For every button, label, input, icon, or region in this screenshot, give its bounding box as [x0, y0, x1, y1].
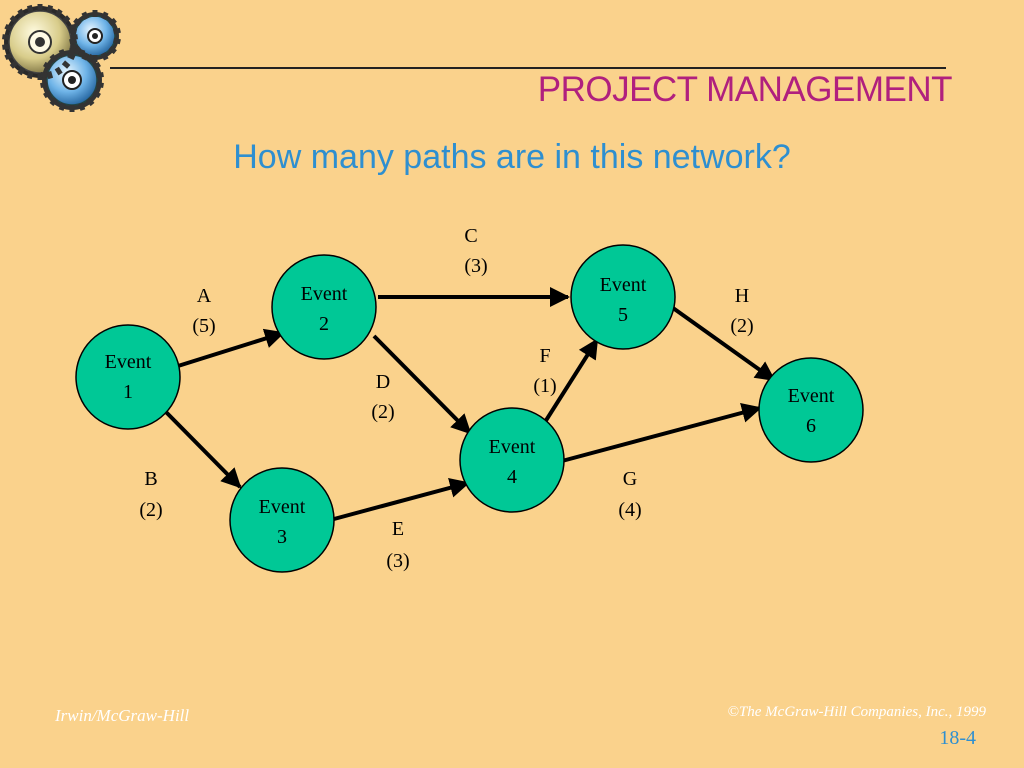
svg-text:F: F [539, 345, 550, 367]
svg-text:2: 2 [319, 313, 329, 335]
svg-text:A: A [197, 285, 212, 307]
activity-arrow-f [543, 338, 599, 424]
event-node-6: Event 6 [758, 357, 864, 463]
svg-text:6: 6 [806, 415, 816, 437]
header-rule [110, 67, 946, 69]
svg-text:Event: Event [788, 385, 835, 407]
svg-text:G: G [623, 468, 637, 490]
event-node-5: Event 5 [570, 244, 676, 350]
slide-question: How many paths are in this network? [233, 138, 791, 176]
svg-text:4: 4 [507, 466, 517, 488]
activity-arrow-h [671, 306, 776, 382]
svg-text:B: B [144, 468, 157, 490]
svg-text:5: 5 [618, 304, 628, 326]
activity-label-c: C (3) [464, 225, 487, 277]
activity-label-g: G (4) [618, 468, 641, 521]
svg-text:(2): (2) [371, 401, 394, 423]
svg-text:D: D [376, 371, 390, 393]
gears-logo-icon [2, 4, 121, 112]
activity-arrow-g [561, 402, 762, 463]
event-node-1: Event 1 [75, 324, 181, 430]
publisher-label: Irwin/McGraw-Hill [55, 706, 190, 725]
activity-label-a: A (5) [192, 285, 215, 337]
copyright-label: ©The McGraw-Hill Companies, Inc., 1999 [727, 704, 986, 720]
activity-label-e: E (3) [386, 518, 409, 572]
svg-text:(1): (1) [533, 375, 556, 397]
activity-arrow-d [372, 334, 472, 435]
svg-text:E: E [392, 518, 404, 540]
activity-label-d: D (2) [371, 371, 394, 423]
activity-label-f: F (1) [533, 345, 556, 397]
page-number: 18-4 [939, 727, 976, 749]
svg-text:Event: Event [600, 274, 647, 296]
svg-text:(4): (4) [618, 499, 641, 521]
event-node-3: Event 3 [229, 467, 335, 573]
activity-arrow-a [177, 328, 285, 368]
activity-label-h: H (2) [730, 285, 753, 337]
svg-text:Event: Event [259, 496, 306, 518]
activity-label-b: B (2) [139, 468, 162, 521]
event-node-4: Event 4 [459, 407, 565, 513]
svg-text:Event: Event [489, 436, 536, 458]
activity-arrow-e [333, 478, 470, 521]
svg-text:(2): (2) [139, 499, 162, 521]
svg-text:H: H [735, 285, 749, 307]
svg-text:(3): (3) [386, 550, 409, 572]
svg-text:(2): (2) [730, 315, 753, 337]
svg-text:Event: Event [105, 351, 152, 373]
event-node-2: Event 2 [271, 254, 377, 360]
svg-text:(3): (3) [464, 255, 487, 277]
svg-text:3: 3 [277, 526, 287, 548]
svg-text:1: 1 [123, 381, 133, 403]
section-title: PROJECT MANAGEMENT [537, 70, 953, 109]
svg-text:C: C [464, 225, 477, 247]
svg-text:(5): (5) [192, 315, 215, 337]
activity-arrow-b [162, 408, 242, 489]
svg-text:Event: Event [301, 283, 348, 305]
